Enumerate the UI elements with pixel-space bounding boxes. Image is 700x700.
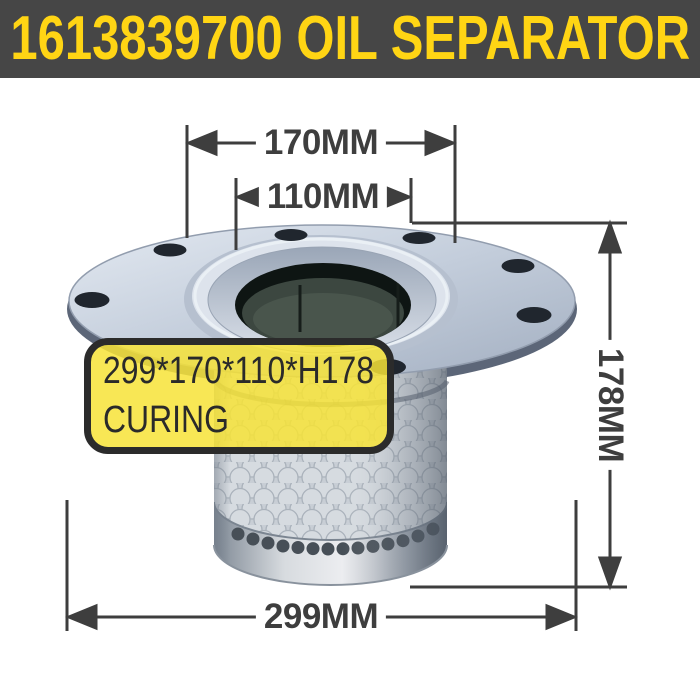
dim-label-170mm: 170MM (255, 123, 387, 163)
bolt-hole (402, 232, 436, 244)
arrow-down (597, 556, 623, 591)
bolt-hole (501, 259, 535, 273)
arrow-up (597, 219, 623, 254)
bolt-hole (153, 243, 187, 257)
bolt-holes (74, 229, 552, 375)
arrow-right (424, 129, 457, 157)
spec-curing-text: CURING (103, 399, 229, 441)
spec-dimensions-text: 299*170*110*H178 (103, 350, 374, 392)
bolt-hole (516, 307, 552, 323)
dim-label-299mm: 299MM (255, 597, 387, 637)
title-banner: 1613839700 OIL SEPARATOR (0, 0, 700, 78)
arrow-left (65, 603, 98, 631)
center-opening (235, 263, 411, 347)
arrow-right (545, 603, 578, 631)
product-title: 1613839700 OIL SEPARATOR (10, 4, 690, 73)
bolt-hole (74, 292, 110, 308)
dim-label-110mm: 110MM (258, 177, 388, 217)
spec-sticker: 299*170*110*H178 CURING (84, 338, 394, 454)
bolt-hole (274, 229, 308, 241)
arrow-left (185, 129, 218, 157)
dim-label-178mm: 178MM (590, 339, 630, 471)
